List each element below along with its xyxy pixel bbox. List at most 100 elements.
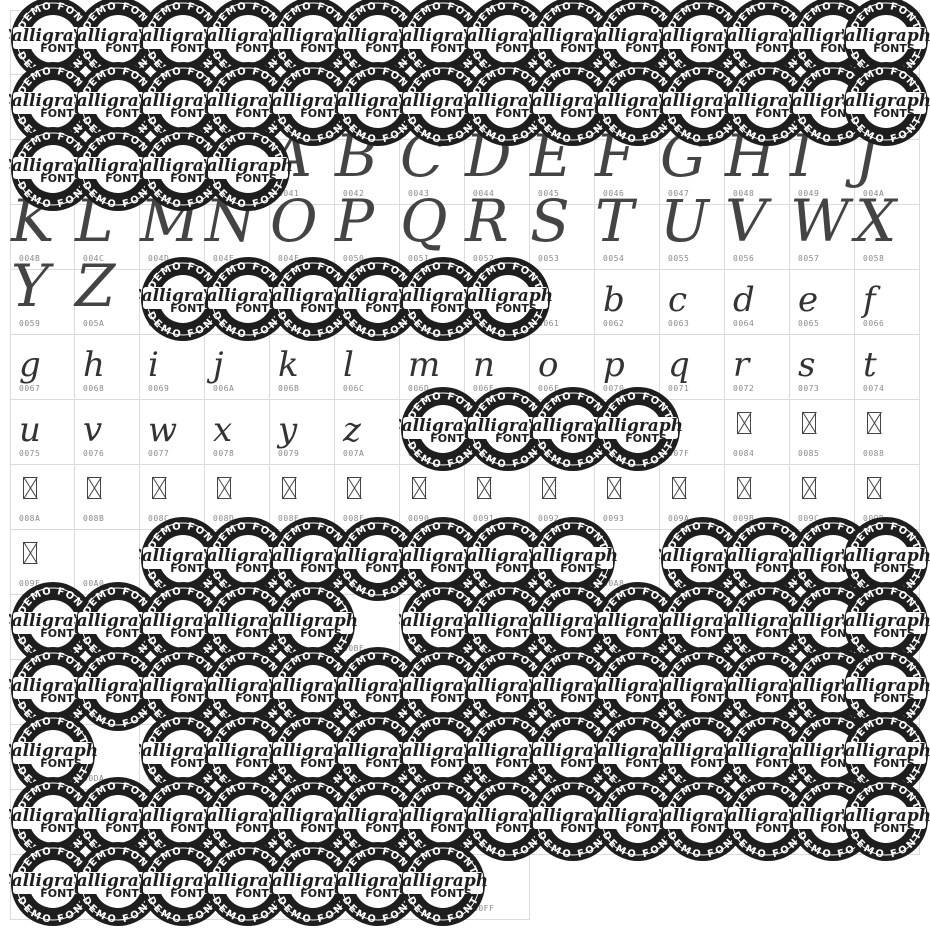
demo-font-watermark-stamp: DEMO FONT DEMO FONT Calligraphy FONTS	[594, 710, 682, 798]
svg-text:Calligraphy: Calligraphy	[842, 91, 930, 111]
demo-font-watermark-stamp: DEMO FONT DEMO FONT Calligraphy FONTS	[9, 125, 97, 213]
demo-font-watermark-stamp: DEMO FONT DEMO FONT Calligraphy FONTS	[724, 710, 812, 798]
glyph-code-label: 0054	[603, 254, 625, 263]
glyph-cell: 008B	[75, 465, 140, 530]
svg-text:FONTS: FONTS	[873, 692, 915, 705]
svg-text:Calligraphy: Calligraphy	[334, 806, 422, 826]
demo-font-watermark-stamp: DEMO FONT DEMO FONT Calligraphy FONTS	[204, 125, 292, 213]
svg-text:FONTS: FONTS	[430, 432, 472, 445]
glyph-sample: q	[668, 345, 690, 385]
svg-text:Calligraphy: Calligraphy	[594, 416, 682, 436]
glyph-code-label: 0050	[343, 254, 365, 263]
svg-text:FONTS: FONTS	[235, 822, 277, 835]
glyph-code-label: 0046	[603, 189, 625, 198]
glyph-sample: t	[863, 345, 877, 385]
demo-font-watermark-stamp: DEMO FONT DEMO FONT Calligraphy FONTS	[529, 580, 617, 668]
svg-text:Calligraphy: Calligraphy	[464, 741, 552, 761]
svg-text:Calligraphy: Calligraphy	[269, 871, 357, 891]
svg-text:Calligraphy: Calligraphy	[334, 546, 422, 566]
svg-text:FONTS: FONTS	[40, 627, 82, 640]
svg-text:Calligraphy: Calligraphy	[74, 871, 162, 891]
svg-text:Calligraphy: Calligraphy	[399, 546, 487, 566]
svg-text:FONTS: FONTS	[873, 42, 915, 55]
svg-text:FONTS: FONTS	[430, 887, 472, 900]
demo-font-watermark-stamp: DEMO FONT DEMO FONT Calligraphy FONTS	[74, 775, 162, 863]
demo-font-watermark-stamp: DEMO FONT DEMO FONT Calligraphy FONTS	[594, 775, 682, 863]
svg-text:FONTS: FONTS	[495, 757, 537, 770]
svg-text:FONTS: FONTS	[105, 887, 147, 900]
missing-glyph-box-icon	[737, 477, 751, 499]
svg-text:FONTS: FONTS	[560, 757, 602, 770]
svg-text:Calligraphy: Calligraphy	[464, 806, 552, 826]
svg-text:Calligraphy: Calligraphy	[269, 676, 357, 696]
svg-text:FONTS: FONTS	[560, 107, 602, 120]
missing-glyph-box-icon	[217, 477, 231, 499]
glyph-sample: V	[725, 187, 767, 255]
svg-text:FONTS: FONTS	[690, 42, 732, 55]
glyph-cell: 0088	[855, 400, 920, 465]
svg-text:FONTS: FONTS	[300, 107, 342, 120]
svg-text:Calligraphy: Calligraphy	[399, 26, 487, 46]
svg-text:Calligraphy: Calligraphy	[842, 26, 930, 46]
demo-font-watermark-stamp: DEMO FONT DEMO FONT Calligraphy FONTS	[659, 710, 747, 798]
svg-text:FONTS: FONTS	[235, 692, 277, 705]
svg-text:Calligraphy: Calligraphy	[139, 546, 227, 566]
svg-text:Calligraphy: Calligraphy	[74, 611, 162, 631]
svg-text:Calligraphy: Calligraphy	[529, 546, 617, 566]
svg-text:FONTS: FONTS	[365, 757, 407, 770]
svg-text:Calligraphy: Calligraphy	[842, 676, 930, 696]
svg-text:FONTS: FONTS	[365, 692, 407, 705]
svg-text:FONTS: FONTS	[690, 627, 732, 640]
demo-font-watermark-stamp: DEMO FONT DEMO FONT Calligraphy FONTS	[724, 60, 812, 148]
svg-text:FONTS: FONTS	[495, 627, 537, 640]
svg-text:FONTS: FONTS	[755, 562, 797, 575]
svg-text:Calligraphy: Calligraphy	[9, 676, 97, 696]
svg-text:FONTS: FONTS	[430, 822, 472, 835]
glyph-sample: r	[733, 345, 750, 385]
missing-glyph-box-icon	[542, 477, 556, 499]
demo-font-watermark-stamp: DEMO FONT DEMO FONT Calligraphy FONTS	[9, 840, 97, 928]
svg-text:Calligraphy: Calligraphy	[724, 806, 812, 826]
demo-font-watermark-stamp: DEMO FONT DEMO FONT Calligraphy FONTS	[269, 775, 357, 863]
glyph-code-label: 0052	[473, 254, 495, 263]
svg-text:Calligraphy: Calligraphy	[464, 611, 552, 631]
glyph-code-label: 0076	[83, 449, 105, 458]
demo-font-watermark-stamp: DEMO FONT DEMO FONT Calligraphy FONTS	[139, 840, 227, 928]
glyph-code-label: 006D	[408, 384, 430, 393]
svg-text:FONTS: FONTS	[365, 562, 407, 575]
svg-text:FONTS: FONTS	[495, 432, 537, 445]
svg-text:FONTS: FONTS	[755, 692, 797, 705]
svg-text:FONTS: FONTS	[300, 42, 342, 55]
svg-text:Calligraphy: Calligraphy	[9, 871, 97, 891]
svg-text:FONTS: FONTS	[495, 822, 537, 835]
demo-font-watermark-stamp: DEMO FONT DEMO FONT Calligraphy FONTS	[399, 385, 487, 473]
demo-font-watermark-stamp: DEMO FONT DEMO FONT Calligraphy FONTS	[74, 125, 162, 213]
glyph-sample: b	[603, 280, 625, 320]
demo-font-watermark-stamp: DEMO FONT DEMO FONT Calligraphy FONTS	[399, 255, 487, 343]
glyph-sample: R	[465, 187, 509, 255]
glyph-code-label: 00DA	[83, 774, 105, 783]
missing-glyph-box-icon	[802, 412, 816, 434]
svg-text:Calligraphy: Calligraphy	[204, 286, 292, 306]
svg-text:Calligraphy: Calligraphy	[724, 546, 812, 566]
demo-font-watermark-stamp: DEMO FONT DEMO FONT Calligraphy FONTS	[464, 255, 552, 343]
svg-text:FONTS: FONTS	[40, 172, 82, 185]
glyph-sample: O	[270, 187, 318, 255]
svg-text:Calligraphy: Calligraphy	[724, 611, 812, 631]
svg-text:Calligraphy: Calligraphy	[529, 676, 617, 696]
glyph-sample: j	[213, 345, 224, 385]
svg-text:FONTS: FONTS	[690, 107, 732, 120]
glyph-code-label: 0093	[603, 514, 625, 523]
glyph-code-label: 0048	[733, 189, 755, 198]
missing-glyph-box-icon	[737, 412, 751, 434]
demo-font-watermark-stamp: DEMO FONT DEMO FONT Calligraphy FONTS	[139, 255, 227, 343]
svg-text:FONTS: FONTS	[365, 302, 407, 315]
svg-text:FONTS: FONTS	[105, 107, 147, 120]
glyph-code-label: 004B	[19, 254, 41, 263]
